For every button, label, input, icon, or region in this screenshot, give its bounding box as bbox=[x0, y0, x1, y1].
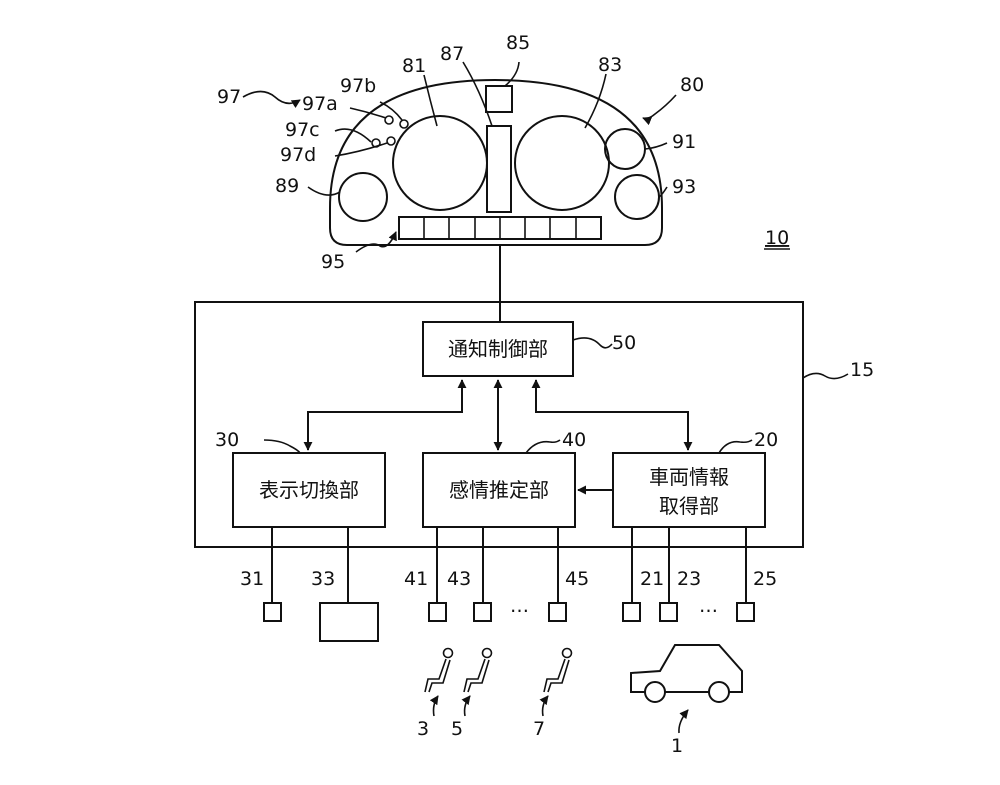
segment-display-95 bbox=[398, 216, 602, 240]
sensor-41 bbox=[428, 602, 447, 622]
label-vehicle-info-1: 車両情報 bbox=[649, 465, 729, 489]
ref-25: 25 bbox=[753, 568, 777, 590]
sensor-25 bbox=[736, 602, 755, 622]
cluster-leaders bbox=[242, 61, 677, 253]
ref-43: 43 bbox=[447, 568, 471, 590]
ref-30: 30 bbox=[215, 429, 239, 451]
leader-30 bbox=[263, 439, 301, 454]
ref-81: 81 bbox=[402, 55, 426, 77]
sensor-21 bbox=[622, 602, 641, 622]
ref-97c: 97c bbox=[285, 119, 320, 141]
label-display-switching: 表示切換部 bbox=[259, 478, 359, 502]
ellipsis-emotion-sensors: … bbox=[510, 595, 529, 617]
label-vehicle-info-2: 取得部 bbox=[659, 494, 719, 518]
ref-97: 97 bbox=[217, 86, 241, 108]
block-vehicle-info bbox=[612, 452, 766, 528]
gauge-81 bbox=[392, 115, 488, 211]
sensor-23 bbox=[659, 602, 678, 622]
ref-83: 83 bbox=[598, 54, 622, 76]
seat-icon-5 bbox=[461, 647, 493, 717]
gauge-91 bbox=[604, 128, 646, 170]
gauge-89 bbox=[338, 172, 388, 222]
label-emotion-estimation: 感情推定部 bbox=[449, 478, 549, 502]
ref-50: 50 bbox=[612, 332, 636, 354]
ref-85: 85 bbox=[506, 32, 530, 54]
ref-93: 93 bbox=[672, 176, 696, 198]
ref-33: 33 bbox=[311, 568, 335, 590]
ref-45: 45 bbox=[565, 568, 589, 590]
internal-arrows bbox=[303, 379, 693, 495]
peripheral-lines bbox=[271, 527, 747, 603]
sensor-31 bbox=[263, 602, 282, 622]
leader-40 bbox=[525, 439, 561, 454]
ref-10: 10 bbox=[765, 227, 789, 249]
ref-91: 91 bbox=[672, 131, 696, 153]
leader-50 bbox=[572, 337, 613, 349]
display-33 bbox=[319, 602, 379, 642]
ellipsis-vehicle-sensors: … bbox=[699, 595, 718, 617]
ref-80: 80 bbox=[680, 74, 704, 96]
ref-97b: 97b bbox=[340, 75, 376, 97]
ref-1: 1 bbox=[671, 735, 683, 757]
lamp-97d bbox=[386, 136, 396, 146]
ref-3: 3 bbox=[417, 718, 429, 740]
control-unit-15 bbox=[194, 301, 804, 548]
instrument-cluster bbox=[329, 78, 663, 246]
cluster-housing bbox=[329, 78, 663, 246]
ref-89: 89 bbox=[275, 175, 299, 197]
ref-21: 21 bbox=[640, 568, 664, 590]
block-emotion-estimation bbox=[422, 452, 576, 528]
display-87 bbox=[486, 125, 512, 213]
gauge-93 bbox=[614, 174, 660, 220]
sensor-45 bbox=[548, 602, 567, 622]
seat-icon-7 bbox=[539, 647, 573, 717]
lamp-97a bbox=[384, 115, 394, 125]
leader-15 bbox=[802, 372, 849, 380]
ref-23: 23 bbox=[677, 568, 701, 590]
label-notification-control: 通知制御部 bbox=[448, 337, 548, 361]
ref-97a: 97a bbox=[302, 93, 338, 115]
block-display-switching bbox=[232, 452, 386, 528]
ref-15: 15 bbox=[850, 359, 874, 381]
ref-40: 40 bbox=[562, 429, 586, 451]
ref-95: 95 bbox=[321, 251, 345, 273]
ref-5: 5 bbox=[451, 718, 463, 740]
ref-20: 20 bbox=[754, 429, 778, 451]
block-notification-control bbox=[422, 321, 574, 377]
ref-31: 31 bbox=[240, 568, 264, 590]
gauge-83 bbox=[514, 115, 610, 211]
ref-7: 7 bbox=[533, 718, 545, 740]
ref-41: 41 bbox=[404, 568, 428, 590]
vehicle-icon bbox=[630, 644, 743, 734]
ref-97d: 97d bbox=[280, 144, 316, 166]
leader-20 bbox=[718, 439, 753, 454]
lamp-97b bbox=[399, 119, 409, 129]
sensor-43 bbox=[473, 602, 492, 622]
ref-87: 87 bbox=[440, 43, 464, 65]
indicator-85 bbox=[485, 85, 513, 113]
seat-icon-3 bbox=[424, 647, 454, 717]
